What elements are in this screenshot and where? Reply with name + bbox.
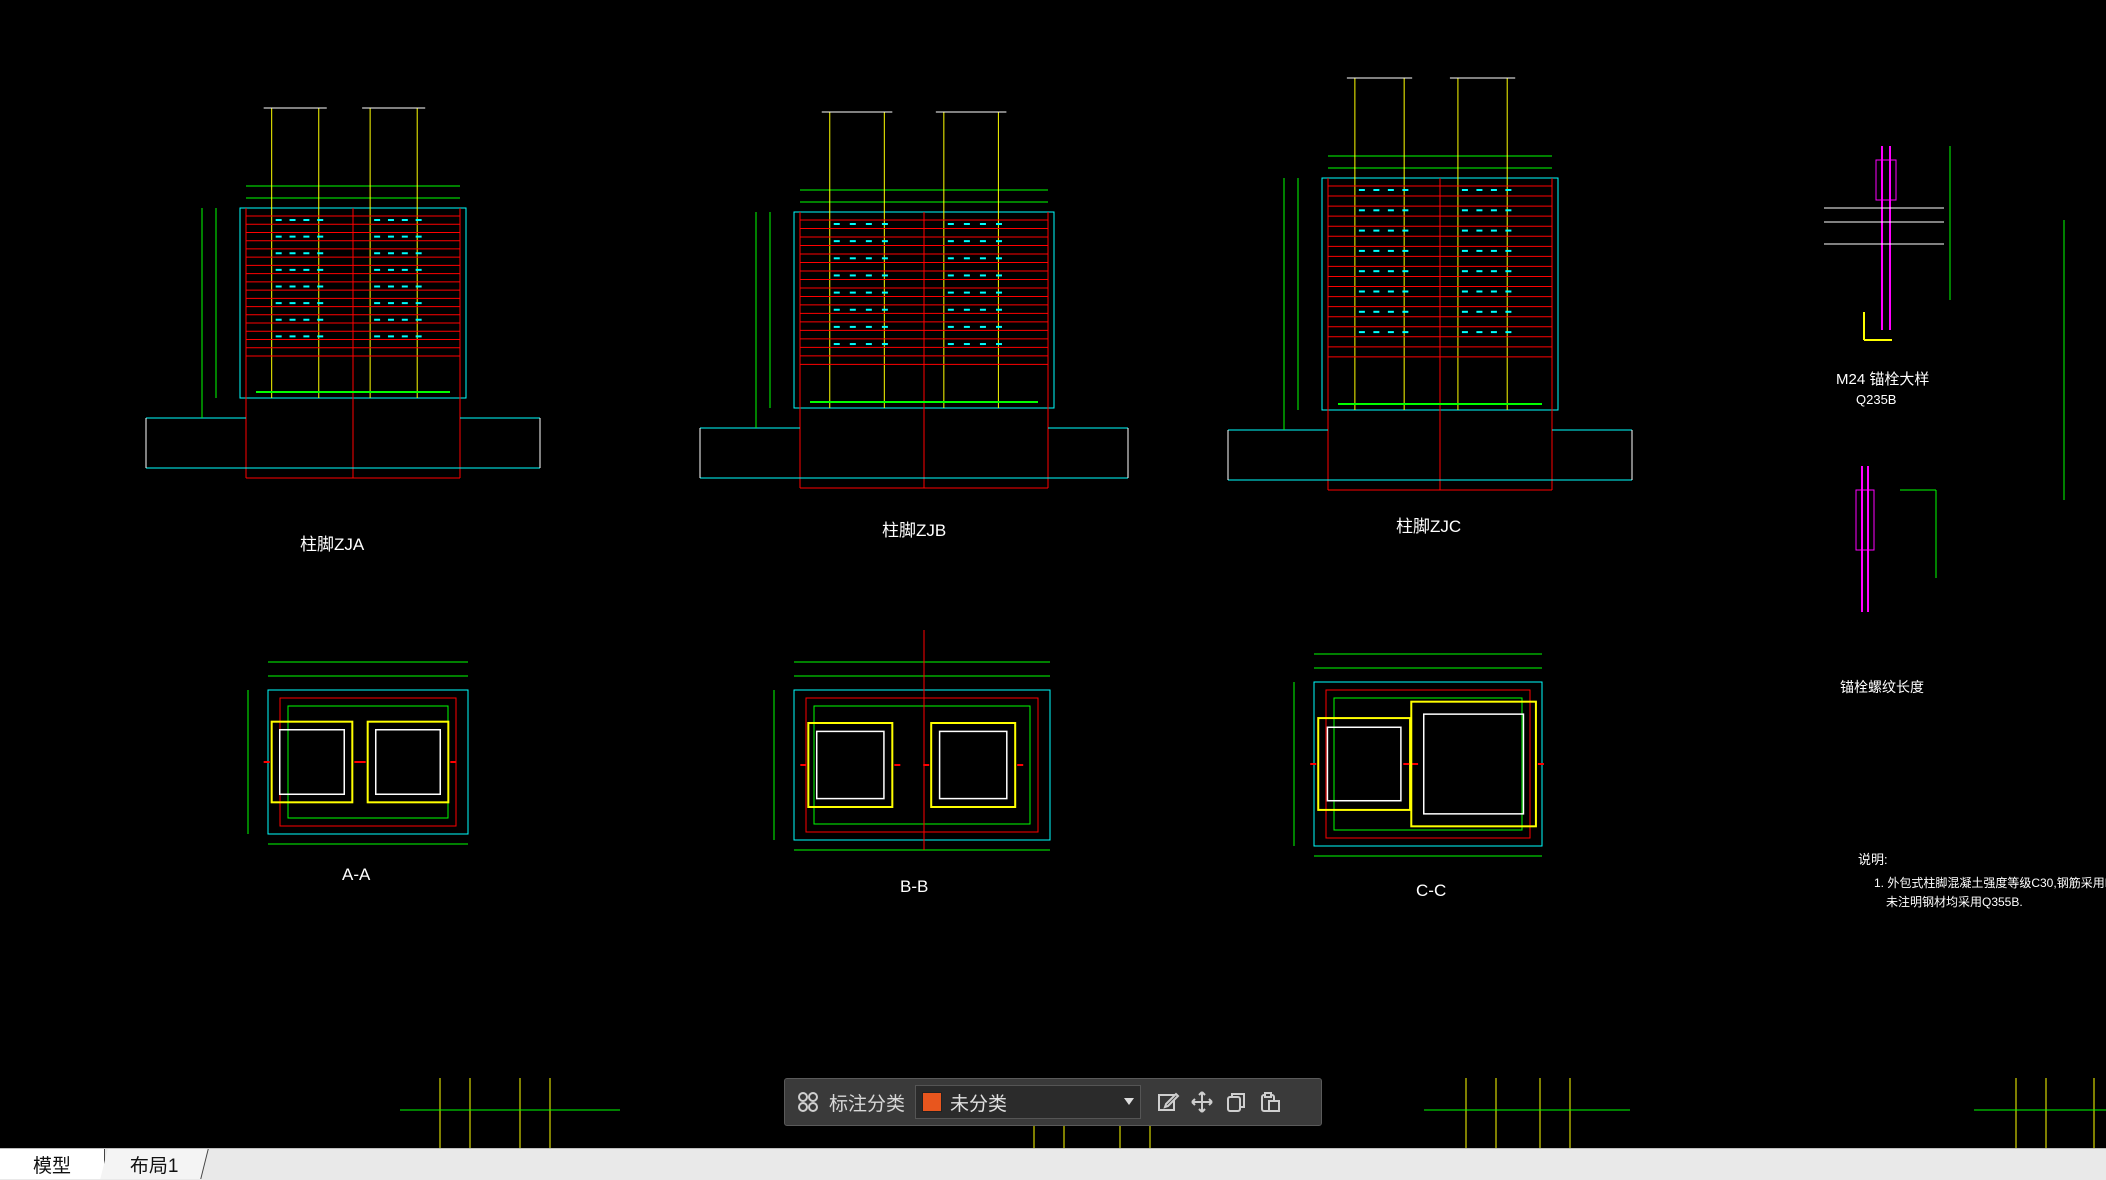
edit-icon[interactable] [1151, 1085, 1185, 1119]
cad-rect [1317, 717, 1412, 811]
move-icon[interactable] [1185, 1085, 1219, 1119]
view-title-zjc: 柱脚ZJC [1396, 517, 1461, 536]
copy-icon[interactable] [1219, 1085, 1253, 1119]
cad-rect [1410, 700, 1537, 828]
cad-rect [1875, 159, 1897, 201]
annotation-toolbar: 标注分类 未分类 [784, 1078, 1322, 1126]
cad-rect [1855, 489, 1875, 551]
paste-icon[interactable] [1253, 1085, 1287, 1119]
view-title-b-b: B-B [900, 877, 928, 896]
chevron-down-icon [1124, 1098, 1135, 1105]
tab-model-label: 模型 [32, 1155, 71, 1177]
cad-rect [815, 730, 885, 800]
view-title-zja: 柱脚ZJA [300, 535, 365, 554]
notes-heading: 说明: [1858, 852, 1888, 867]
tab-layout1-label: 布局1 [129, 1155, 179, 1177]
cad-rect [1333, 697, 1523, 831]
detail-title-thread: 锚栓螺纹长度 [1840, 679, 1924, 695]
cad-rect [805, 697, 1039, 833]
cad-rect [938, 730, 1008, 800]
detail-title-bolt: M24 锚栓大样 [1836, 371, 1929, 388]
category-color-swatch [922, 1092, 943, 1112]
cad-rect [1313, 681, 1543, 847]
view-title-a-a: A-A [342, 865, 371, 884]
category-value: 未分类 [950, 1093, 1008, 1115]
cad-rect [813, 705, 1031, 825]
view-title-c-c: C-C [1416, 881, 1446, 900]
cad-rect [278, 728, 346, 796]
cad-rect [270, 720, 354, 804]
category-label: 标注分类 [829, 1093, 906, 1115]
cad-drawing-canvas[interactable]: 柱脚ZJA 柱脚ZJB 柱脚ZJC A-A B-B C-C M24 锚栓大样 Q… [0, 0, 2106, 1148]
tab-model[interactable]: 模型 [0, 1149, 105, 1179]
cad-rect [366, 720, 450, 804]
view-title-zjb: 柱脚ZJB [882, 521, 946, 540]
cad-rect [1326, 726, 1402, 802]
tab-layout1[interactable]: 布局1 [100, 1149, 209, 1179]
layout-tab-bar: 模型 布局1 [0, 1148, 2106, 1180]
cad-rect [930, 722, 1017, 808]
notes-line-1: 1. 外包式柱脚混凝土强度等级C30,钢筋采用HRB400(Φ). [1874, 875, 2106, 890]
detail-subtitle-bolt: Q235B [1856, 392, 1896, 407]
cad-rect [1325, 689, 1531, 839]
cad-rect [793, 689, 1051, 841]
cad-rect [374, 728, 442, 796]
notes-line-2: 未注明钢材均采用Q355B. [1886, 894, 2023, 909]
group-icon[interactable] [791, 1085, 825, 1119]
cad-rect [1422, 713, 1525, 815]
cad-rect [807, 722, 894, 808]
category-dropdown[interactable]: 未分类 [915, 1085, 1142, 1119]
